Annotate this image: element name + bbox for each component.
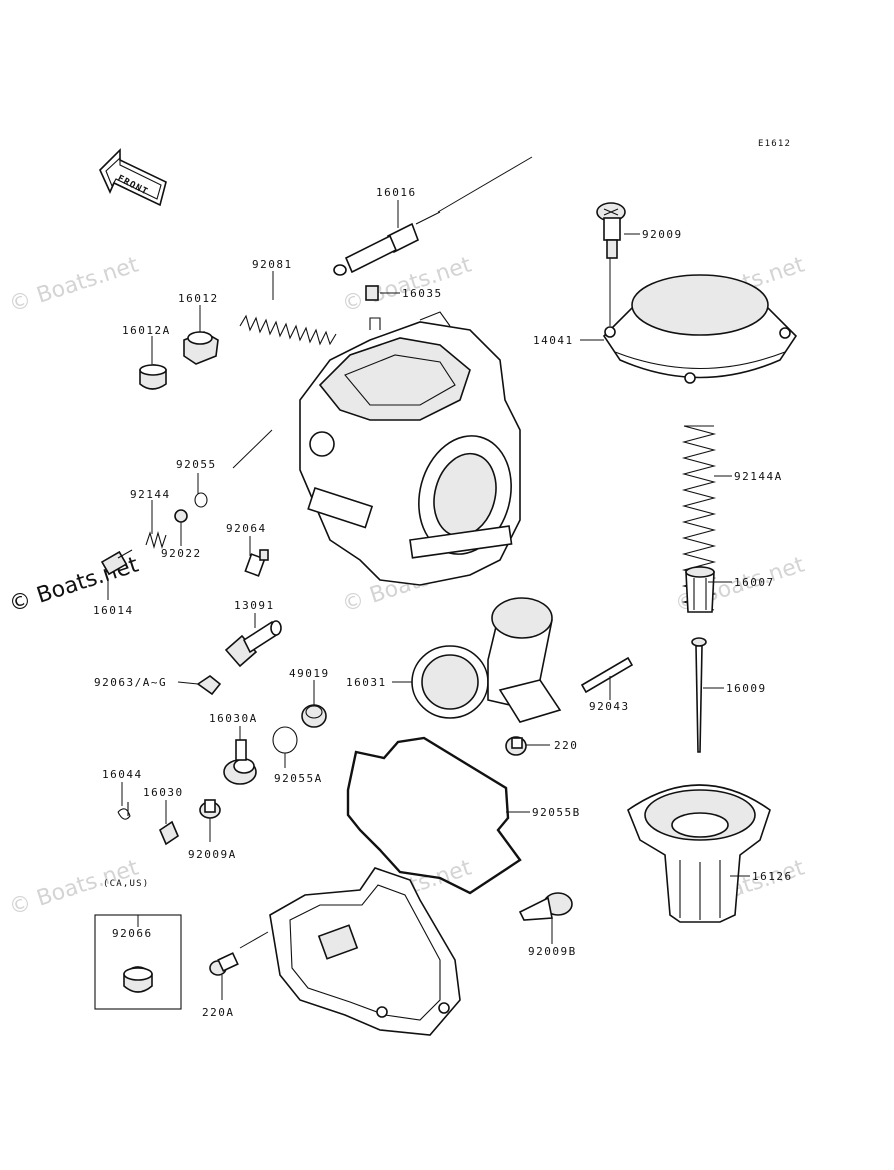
label-92055B: 92055B (532, 806, 581, 819)
jet-16035-part (365, 285, 379, 301)
label-92022: 92022 (161, 547, 202, 560)
diagram-code: E1612 (758, 139, 791, 149)
float-valve-seat-part (223, 739, 257, 785)
fitting-92064-part (244, 549, 269, 577)
label-16126: 16126 (752, 870, 793, 883)
pilot-jet-part (224, 620, 282, 668)
label-16012: 16012 (178, 292, 219, 305)
float-part (411, 597, 562, 723)
choke-cap-part (139, 364, 167, 390)
label-49019: 49019 (289, 667, 330, 680)
part-49019 (301, 704, 327, 728)
label-16044: 16044 (102, 768, 143, 781)
label-92081: 92081 (252, 258, 293, 271)
label-92043: 92043 (589, 700, 630, 713)
jet-needle-part (691, 637, 707, 753)
label-92063: 92063/A~G (94, 676, 167, 689)
front-arrow: FRONT (99, 148, 167, 207)
float-pin-part (580, 656, 634, 694)
label-92009: 92009 (642, 228, 683, 241)
bowl-gasket-part (346, 736, 522, 895)
axis-line (232, 429, 273, 469)
label-92144A: 92144A (734, 470, 783, 483)
label-16030: 16030 (143, 786, 184, 799)
carburetor-body-part (299, 311, 521, 586)
label-92055A: 92055A (274, 772, 323, 785)
screw-92009-part (596, 202, 626, 259)
label-92009A: 92009A (188, 848, 237, 861)
screw-220-part (505, 736, 527, 756)
choke-nut-part (183, 331, 219, 365)
o-ring-92055-part (194, 492, 208, 508)
label-92066: 92066 (112, 927, 153, 940)
top-cover-part (602, 274, 798, 384)
label-13091: 13091 (234, 599, 275, 612)
label-92144: 92144 (130, 488, 171, 501)
screw-220A-part (209, 952, 239, 976)
label-16009: 16009 (726, 682, 767, 695)
label-16035: 16035 (402, 287, 443, 300)
label-220: 220 (554, 739, 578, 752)
leader-lines (107, 200, 750, 1000)
choke-plunger-part (333, 211, 441, 276)
choke-spring-part (239, 314, 337, 346)
label-16031: 16031 (346, 676, 387, 689)
washer-92022-part (174, 509, 188, 523)
label-92055: 92055 (176, 458, 217, 471)
axis-line (437, 156, 533, 213)
label-16012A: 16012A (122, 324, 171, 337)
label-14041: 14041 (533, 334, 574, 347)
needle-holder-part (685, 566, 715, 613)
label-16016: 16016 (376, 186, 417, 199)
region-note: (CA,US) (103, 879, 149, 889)
float-bowl-part (269, 867, 461, 1036)
main-jet-part (196, 675, 222, 696)
pilot-screw-part (100, 549, 133, 576)
label-92009B: 92009B (528, 945, 577, 958)
label-92064: 92064 (226, 522, 267, 535)
watermark: © Boats.net (6, 252, 142, 317)
screw-92009B-part (518, 892, 573, 921)
label-220A: 220A (202, 1006, 235, 1019)
clip-16044-part (117, 802, 131, 820)
spring-92144-part (145, 530, 167, 550)
label-16014: 16014 (93, 604, 134, 617)
part-labels: 16016 92081 16012 16035 16012A 92009 140… (93, 186, 793, 1019)
label-16030A: 16030A (209, 712, 258, 725)
o-ring-92055A-part (272, 726, 298, 754)
label-16007: 16007 (734, 576, 775, 589)
needle-valve-part (159, 820, 179, 846)
screw-92009A-part (199, 799, 221, 819)
vacuum-piston-part (627, 784, 771, 923)
